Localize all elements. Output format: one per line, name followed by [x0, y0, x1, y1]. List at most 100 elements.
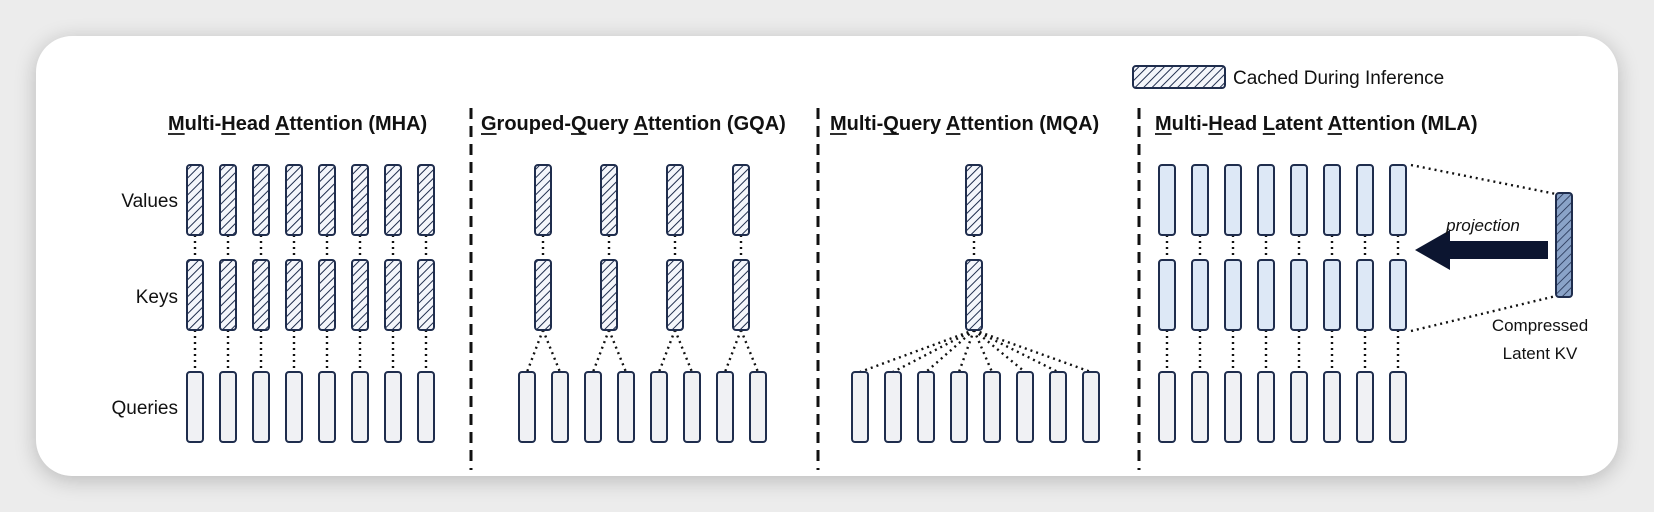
gqa-key-query-link — [541, 329, 562, 373]
mha-value-block — [186, 164, 204, 236]
mla-query-block — [1191, 371, 1209, 443]
panel-separators — [469, 108, 1141, 470]
mqa-query-block — [851, 371, 869, 443]
mla-query-block — [1224, 371, 1242, 443]
mla-value-block — [1191, 164, 1209, 236]
mha-key-block — [219, 259, 237, 331]
mqa-key-query-link — [972, 329, 994, 373]
mla-value-block — [1224, 164, 1242, 236]
row-labels: Values Keys Queries — [111, 191, 178, 419]
panel-titles: Multi-Head Attention (MHA) Grouped-Query… — [168, 113, 1478, 135]
gqa-value-block — [534, 164, 552, 236]
mqa-query-block — [1082, 371, 1100, 443]
panel-title-mqa: Multi-Query Attention (MQA) — [830, 113, 1099, 135]
mha-key-block — [417, 259, 435, 331]
gqa-query-block — [749, 371, 767, 443]
gqa-key-block — [600, 259, 618, 331]
mha-key-block — [384, 259, 402, 331]
connectors — [193, 235, 1400, 374]
legend-label: Cached During Inference — [1233, 68, 1444, 89]
mha-value-block — [318, 164, 336, 236]
compressed-latent-kv-block — [1555, 192, 1573, 298]
gqa-key-query-link — [607, 329, 628, 373]
row-label-keys: Keys — [136, 287, 178, 308]
legend-swatch — [1132, 65, 1226, 89]
gqa-query-block — [716, 371, 734, 443]
gqa-value-block — [666, 164, 684, 236]
mqa-query-block — [884, 371, 902, 443]
row-label-values: Values — [121, 191, 178, 212]
mha-query-block — [252, 371, 270, 443]
mha-value-block — [219, 164, 237, 236]
mha-query-block — [384, 371, 402, 443]
mha-query-block — [219, 371, 237, 443]
mha-query-block — [285, 371, 303, 443]
mla-latent-group: projection Compressed Latent KV — [1410, 163, 1588, 363]
mqa-key-query-link — [925, 329, 975, 373]
mqa-query-block — [1016, 371, 1034, 443]
mqa-key-query-link — [973, 328, 1059, 374]
panel-title-mha: Multi-Head Attention (MHA) — [168, 113, 427, 135]
mha-key-block — [186, 259, 204, 331]
gqa-value-block — [732, 164, 750, 236]
gqa-key-query-link — [657, 329, 677, 373]
gqa-query-block — [683, 371, 701, 443]
mha-key-block — [351, 259, 369, 331]
blocks — [186, 164, 1407, 443]
mla-value-block — [1158, 164, 1176, 236]
mla-key-block — [1191, 259, 1209, 331]
mla-query-block — [1323, 371, 1341, 443]
mha-key-block — [285, 259, 303, 331]
mla-value-block — [1290, 164, 1308, 236]
row-label-queries: Queries — [111, 398, 178, 419]
gqa-query-block — [551, 371, 569, 443]
gqa-value-block — [600, 164, 618, 236]
mqa-query-block — [983, 371, 1001, 443]
mha-query-block — [186, 371, 204, 443]
mha-value-block — [351, 164, 369, 236]
mla-query-block — [1389, 371, 1407, 443]
panel-title-mla: Multi-Head Latent Attention (MLA) — [1155, 113, 1478, 135]
mla-query-block — [1290, 371, 1308, 443]
latent-label-line1: Compressed — [1492, 316, 1588, 335]
mla-key-block — [1356, 259, 1374, 331]
projection-arrow — [1415, 230, 1548, 270]
mqa-key-query-link — [957, 329, 976, 373]
gqa-key-query-link — [591, 329, 611, 373]
mha-query-block — [351, 371, 369, 443]
mha-value-block — [252, 164, 270, 236]
mla-key-block — [1158, 259, 1176, 331]
mqa-query-block — [1049, 371, 1067, 443]
gqa-key-block — [732, 259, 750, 331]
mla-value-block — [1356, 164, 1374, 236]
legend: Cached During Inference — [1132, 65, 1444, 89]
mla-query-block — [1158, 371, 1176, 443]
mla-value-block — [1323, 164, 1341, 236]
mqa-value-block — [965, 164, 983, 236]
mla-query-block — [1257, 371, 1275, 443]
gqa-key-query-link — [739, 329, 760, 373]
mha-key-block — [318, 259, 336, 331]
gqa-key-block — [534, 259, 552, 331]
mla-key-block — [1323, 259, 1341, 331]
gqa-query-block — [518, 371, 536, 443]
mha-query-block — [417, 371, 435, 443]
mha-value-block — [384, 164, 402, 236]
latent-link-top — [1410, 163, 1557, 196]
mla-value-block — [1389, 164, 1407, 236]
mqa-query-block — [917, 371, 935, 443]
gqa-query-block — [584, 371, 602, 443]
gqa-key-block — [666, 259, 684, 331]
mha-value-block — [285, 164, 303, 236]
mla-key-block — [1290, 259, 1308, 331]
mha-value-block — [417, 164, 435, 236]
mqa-key-query-link — [973, 328, 1092, 374]
panel-title-gqa: Grouped-Query Attention (GQA) — [481, 113, 786, 135]
mha-key-block — [252, 259, 270, 331]
mla-key-block — [1257, 259, 1275, 331]
mqa-key-block — [965, 259, 983, 331]
mla-key-block — [1389, 259, 1407, 331]
mqa-query-block — [950, 371, 968, 443]
projection-label: projection — [1445, 216, 1520, 235]
